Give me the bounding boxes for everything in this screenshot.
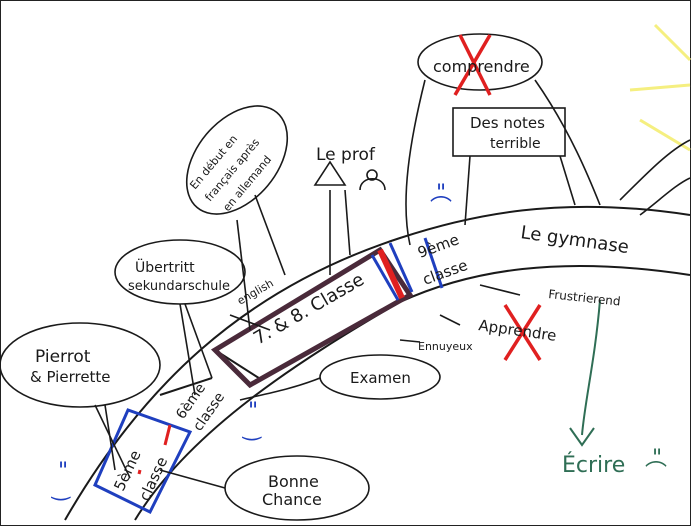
box-5eme-classe (93, 408, 193, 515)
bubbles (0, 33, 566, 521)
label-uebertritt: Übertritt (135, 258, 195, 276)
label-pierrette: & Pierrette (30, 368, 111, 386)
svg-text:": " (652, 446, 662, 471)
frown-ecrire: " ⌒ (645, 446, 667, 486)
green-arrow (569, 299, 601, 447)
label-ennuyeux: Ennuyeux (418, 340, 473, 353)
frown-top: " ⌒ (430, 181, 452, 221)
label-ecrire: Écrire (562, 452, 625, 478)
label-sekundarschule: sekundarschule (128, 279, 230, 294)
label-chance: Chance (262, 490, 322, 509)
label-english: english (235, 277, 276, 308)
label-9eme: 9ème (415, 230, 461, 261)
smiley-left: " ‿ (51, 459, 71, 501)
red-cross-comprendre (453, 34, 492, 96)
box-9-marks (370, 237, 444, 301)
prof-figure (359, 169, 386, 191)
svg-text:⌒: ⌒ (430, 196, 452, 221)
sun-rays (629, 23, 691, 152)
svg-text:‿: ‿ (242, 416, 262, 441)
red-exclamation (137, 424, 172, 475)
label-le-prof: Le prof (316, 145, 376, 165)
label-des-notes-2: terrible (490, 136, 541, 152)
label-comprendre: comprendre (433, 57, 530, 76)
red-cross-apprendre (503, 304, 542, 361)
svg-text:‿: ‿ (51, 476, 71, 501)
svg-text:": " (436, 181, 446, 206)
label-examen: Examen (350, 369, 411, 387)
label-bonne: Bonne (268, 472, 319, 491)
connectors (94, 79, 691, 489)
label-des-notes-1: Des notes (470, 114, 545, 132)
svg-text:⌒: ⌒ (645, 461, 667, 486)
svg-text:": " (58, 459, 68, 484)
label-gymnase: Le gymnase (519, 222, 630, 258)
smiley-middle: " ‿ (242, 399, 262, 441)
svg-text:": " (248, 399, 258, 424)
box-7-8-classe (210, 246, 414, 389)
label-pierrot: Pierrot (35, 347, 91, 367)
label-frustrierend: Frustrierend (548, 287, 622, 308)
